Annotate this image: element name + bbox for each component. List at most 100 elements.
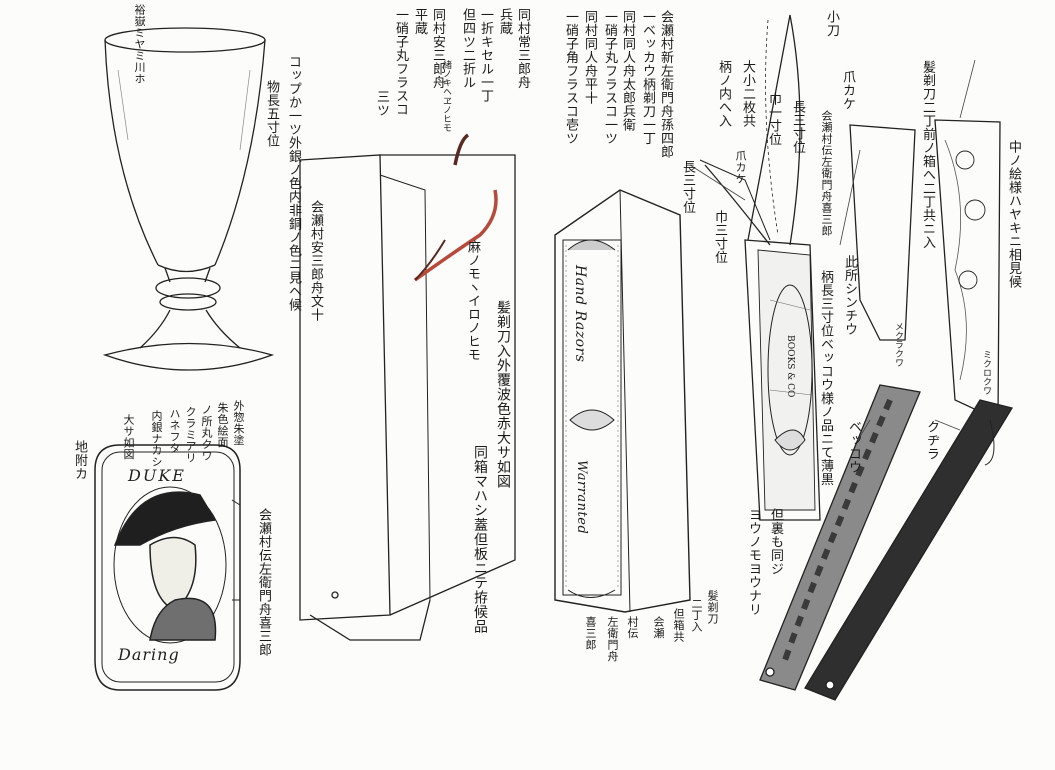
snuffbox-hinge: [231, 499, 241, 601]
knife-blade-small: [704, 164, 771, 246]
owner-1: 会瀬村新左衛門舟孫四郎: [658, 10, 673, 159]
razor-plain-blade: [849, 124, 916, 341]
knife-handle: [744, 239, 821, 521]
item-4: 一硝子丸フラスコ: [393, 8, 408, 116]
knife-serration: [765, 19, 779, 236]
box-note-7: 喜三郎: [584, 616, 597, 651]
razor-flower-1: [955, 150, 975, 170]
snuffbox-lid-bottom: Daring: [118, 645, 180, 664]
case-bottom: [309, 599, 431, 641]
knife-handle-desc: 柄長三寸位ベッコウ様ノ品ニて薄黒: [818, 270, 833, 486]
box-note-4: 会瀬: [652, 616, 665, 639]
leader-tortoise: [857, 419, 871, 441]
knife-blades-label: 大小二枚共: [740, 60, 755, 128]
razor-box-drawing: [554, 189, 691, 613]
owner-5: 同村安三郎舟: [430, 8, 445, 89]
case-front-panel: [380, 154, 516, 616]
owner-3: 同村同人舟太郎兵衛: [620, 10, 635, 132]
snuffbox-body: [94, 444, 241, 691]
box-ornament-middle: [569, 409, 615, 431]
goblet-rim: [104, 27, 266, 53]
snuffbox-line-1: 外惣朱塗: [232, 400, 245, 446]
razors-tortoise-label: ベッコウ: [846, 420, 861, 474]
flask-count: 三ツ: [374, 90, 389, 117]
knife-size-long: 長三寸位: [790, 100, 805, 154]
razor-case-description-2: 同箱マハシ蓋但板ニテ拵候品: [472, 445, 488, 634]
knife-handle-note: 柄ノ内へ入: [716, 60, 731, 128]
goblet-bowl-bottom: [157, 264, 216, 273]
snuffbox-hinge-label: 地附カ: [72, 440, 87, 481]
razors-steel-note: 此所シンチウ: [842, 255, 857, 336]
razor-case-description: 髪剃刀入外覆波色赤大サ如図: [495, 300, 511, 489]
box-width-label: 巾三寸位: [712, 210, 727, 264]
leader-steel: [839, 149, 861, 246]
box-lid-script-bottom: Warranted: [574, 460, 589, 535]
box-note-2: 二丁入: [690, 598, 703, 633]
knife-blade-small-edge: [699, 159, 771, 241]
knife-handle-oval: [767, 284, 813, 456]
snuffbox-drawing: [94, 444, 241, 691]
box-ornament-top: [567, 239, 616, 251]
knife-small-notch: 爪カケ: [734, 150, 747, 185]
portrait-face: [149, 536, 197, 611]
snuffbox-line-5: ハネフタ: [168, 408, 181, 454]
knife-pattern-note: ヨウノモヨウナリ: [746, 508, 761, 616]
razors-blade-mark-2: ミクロクワ: [981, 350, 991, 395]
knife-inscription: BOOKS & CO: [785, 335, 795, 398]
cup-rim-text: 裕嶽ミヤミ川ホ: [133, 4, 146, 85]
cord-label: 緒ノキヘヱノヒモ: [441, 60, 451, 132]
goblet-bowl-left: [104, 39, 159, 266]
razors-blade-mark: メクラクワ: [893, 322, 903, 367]
leader-kuchira: [934, 419, 961, 431]
goblet-knob-2: [159, 293, 217, 311]
razor-black-handle: [804, 399, 1014, 701]
razor-black-rivet: [825, 680, 835, 690]
knife-drawing: [699, 14, 821, 521]
razor-tortoise-mottle: [782, 398, 893, 662]
cup-owner: 会瀬村安三郎舟文十: [308, 200, 323, 322]
item-1: 一ベッカウ柄剃刀一丁: [640, 10, 655, 145]
box-note-5: 村伝: [626, 616, 639, 639]
owner-4: 同村同人舟平十: [582, 10, 597, 105]
item-3: 一硝子丸フラスコ一ツ: [602, 10, 617, 145]
knife-handle-decor: [774, 429, 806, 451]
cup-description: コップか一ツ外銀ノ色内非銅ノ色ニ見ヘ候: [286, 55, 301, 312]
razor-bird: [964, 199, 986, 221]
razors-kuchira: クヂラ: [924, 420, 939, 461]
snuffbox-line-6: 内銀ナカシ: [150, 410, 163, 468]
box-note-1: 髪剃刀: [706, 590, 719, 625]
razor-blade-pattern: [944, 139, 967, 381]
owner-5-detail: 平蔵: [412, 8, 427, 35]
knife-size-width: 巾一寸位: [766, 92, 781, 146]
snuffbox-line-3: ノ所丸クワ: [200, 404, 213, 462]
knife-back-note: 但裏も同ジ: [768, 508, 783, 576]
box-lid-script-top: Hand Razors: [572, 265, 588, 363]
knife-title: 小刀: [824, 10, 839, 37]
razor-tortoise-handle: [759, 384, 921, 691]
razors-title: 髪剃刀二丁前ノ箱へ二丁共ニ入: [920, 60, 935, 249]
case-rivet: [331, 591, 339, 599]
leader-decoration: [959, 59, 976, 119]
pipe-case-drawing: [299, 133, 516, 641]
owner-2-detail: 兵蔵: [497, 8, 512, 35]
cord-top: [453, 133, 470, 166]
razor-hook: [984, 419, 995, 466]
goblet-foot: [102, 342, 275, 371]
leader-lines: [689, 59, 976, 441]
razors-decoration: 中ノ絵様ハヤキニ相見候: [1006, 140, 1021, 289]
goblet-stem: [139, 309, 241, 349]
leader-knife-small: [689, 164, 746, 201]
box-edge: [619, 189, 631, 613]
goblet-bowl-right: [214, 39, 266, 266]
cord-red: [413, 189, 498, 282]
snuffbox-line-7: 大サ如図: [122, 414, 135, 460]
snuffbox-line-2: 朱色絵面: [216, 402, 229, 448]
snuffbox-lid-frame: [101, 451, 235, 683]
portrait-hat: [113, 491, 217, 546]
goblet-highlight: [117, 69, 251, 151]
case-fold-line: [379, 174, 431, 601]
pipe-note: 但四ツ二折ル: [460, 8, 475, 89]
goblet-knob: [155, 277, 221, 299]
portrait-coat: [149, 597, 217, 641]
